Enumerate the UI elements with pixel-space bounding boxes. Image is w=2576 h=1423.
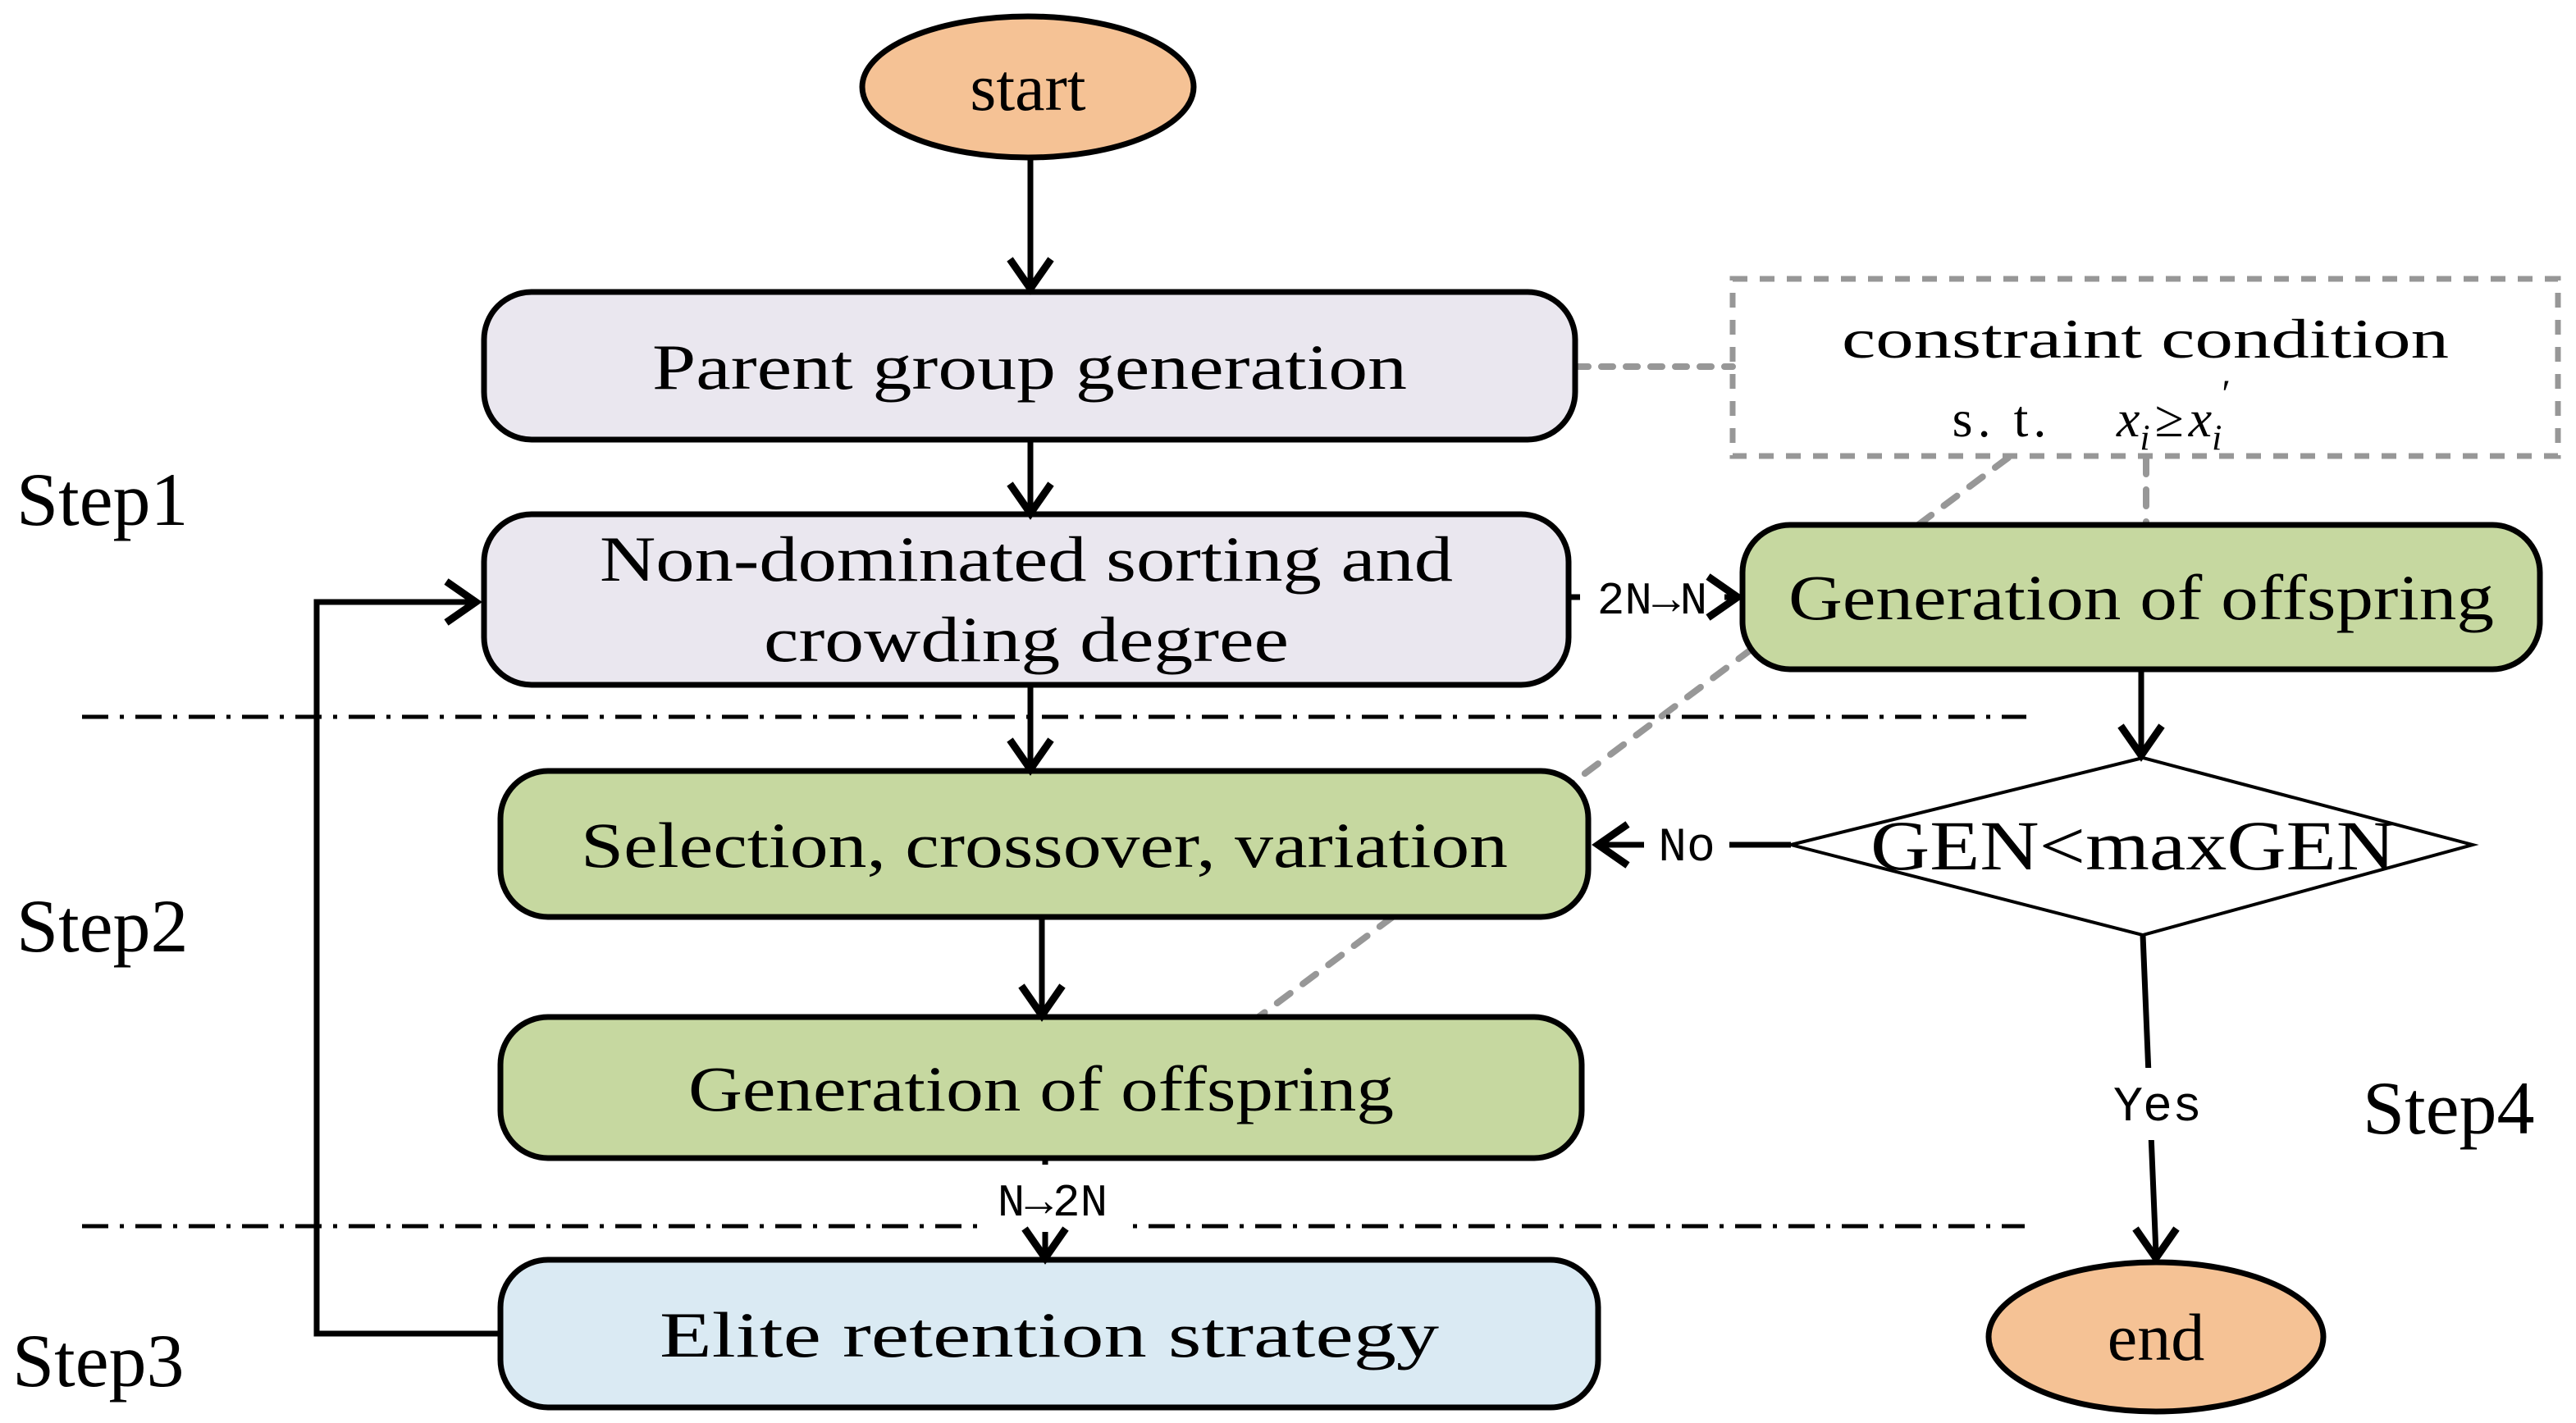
node-nondominated-line1: Non-dominated sorting and (600, 523, 1453, 595)
node-elite (497, 1257, 1601, 1411)
node-selection (497, 768, 1592, 920)
node-elite-label: Elite retention strategy (660, 1299, 1439, 1371)
node-offspring-right-label: Generation of offspring (1788, 562, 2494, 633)
formula-sub1: i (2140, 417, 2149, 458)
constraint-guide-diagonal (1255, 454, 2012, 1020)
arrowhead-into-elite (1021, 1226, 1069, 1265)
edge-label-reduce: 2N→N (1597, 575, 1707, 627)
node-parent-group-label: Parent group generation (652, 331, 1407, 403)
node-start (859, 13, 1197, 161)
constraint-formula: xi≥xi′ (2116, 372, 2231, 458)
arrowhead-no-into-selection (1592, 821, 1630, 869)
constraint-title: constraint condition (1842, 308, 2449, 370)
node-nondominated-line2: crowding degree (764, 604, 1289, 675)
formula-geq: ≥ (2155, 390, 2184, 448)
formula-sub2: i (2212, 417, 2222, 458)
arrowhead-into-selection (1007, 737, 1054, 776)
arrowhead-into-nondominated (1007, 481, 1054, 520)
step-label-1: Step1 (16, 458, 189, 541)
edge-label-expand: N→2N (998, 1177, 1108, 1229)
node-nondominated (481, 511, 1572, 688)
arrowhead-into-offspring-right (1706, 573, 1744, 621)
arrowhead-into-end (2132, 1226, 2180, 1265)
node-start-label: start (970, 50, 1085, 125)
node-offspring-left-label: Generation of offspring (688, 1053, 1394, 1124)
formula-prime: ′ (2222, 372, 2231, 416)
label-bg-yes (2100, 1068, 2215, 1140)
label-bg-expand (978, 1165, 1127, 1232)
step-label-4: Step4 (2363, 1066, 2535, 1150)
formula-x2: x (2188, 390, 2212, 448)
node-selection-label: Selection, crossover, variation (581, 810, 1508, 881)
edge-elite-loopback (313, 599, 500, 1337)
node-end-label: end (2108, 1300, 2204, 1375)
arrowhead-into-parent (1007, 257, 1054, 295)
node-decision-diamond (1790, 755, 2479, 937)
formula-x1: x (2116, 390, 2140, 448)
step-label-3: Step3 (12, 1319, 185, 1402)
node-decision-label: GEN<maxGEN (1870, 806, 2396, 885)
label-bg-no (1644, 823, 1729, 866)
arrowhead-into-offspring-left (1018, 983, 1066, 1022)
step-label-2: Step2 (16, 884, 189, 968)
edge-label-no: No (1658, 822, 1715, 875)
edge-label-yes: Yes (2113, 1080, 2202, 1136)
label-bg-reduce (1580, 572, 1724, 620)
arrowhead-into-decision (2117, 723, 2165, 762)
constraint-box (1729, 276, 2561, 459)
arrowhead-loopback-into-nondominated (444, 578, 482, 626)
constraint-st: s. t. (1953, 390, 2052, 448)
